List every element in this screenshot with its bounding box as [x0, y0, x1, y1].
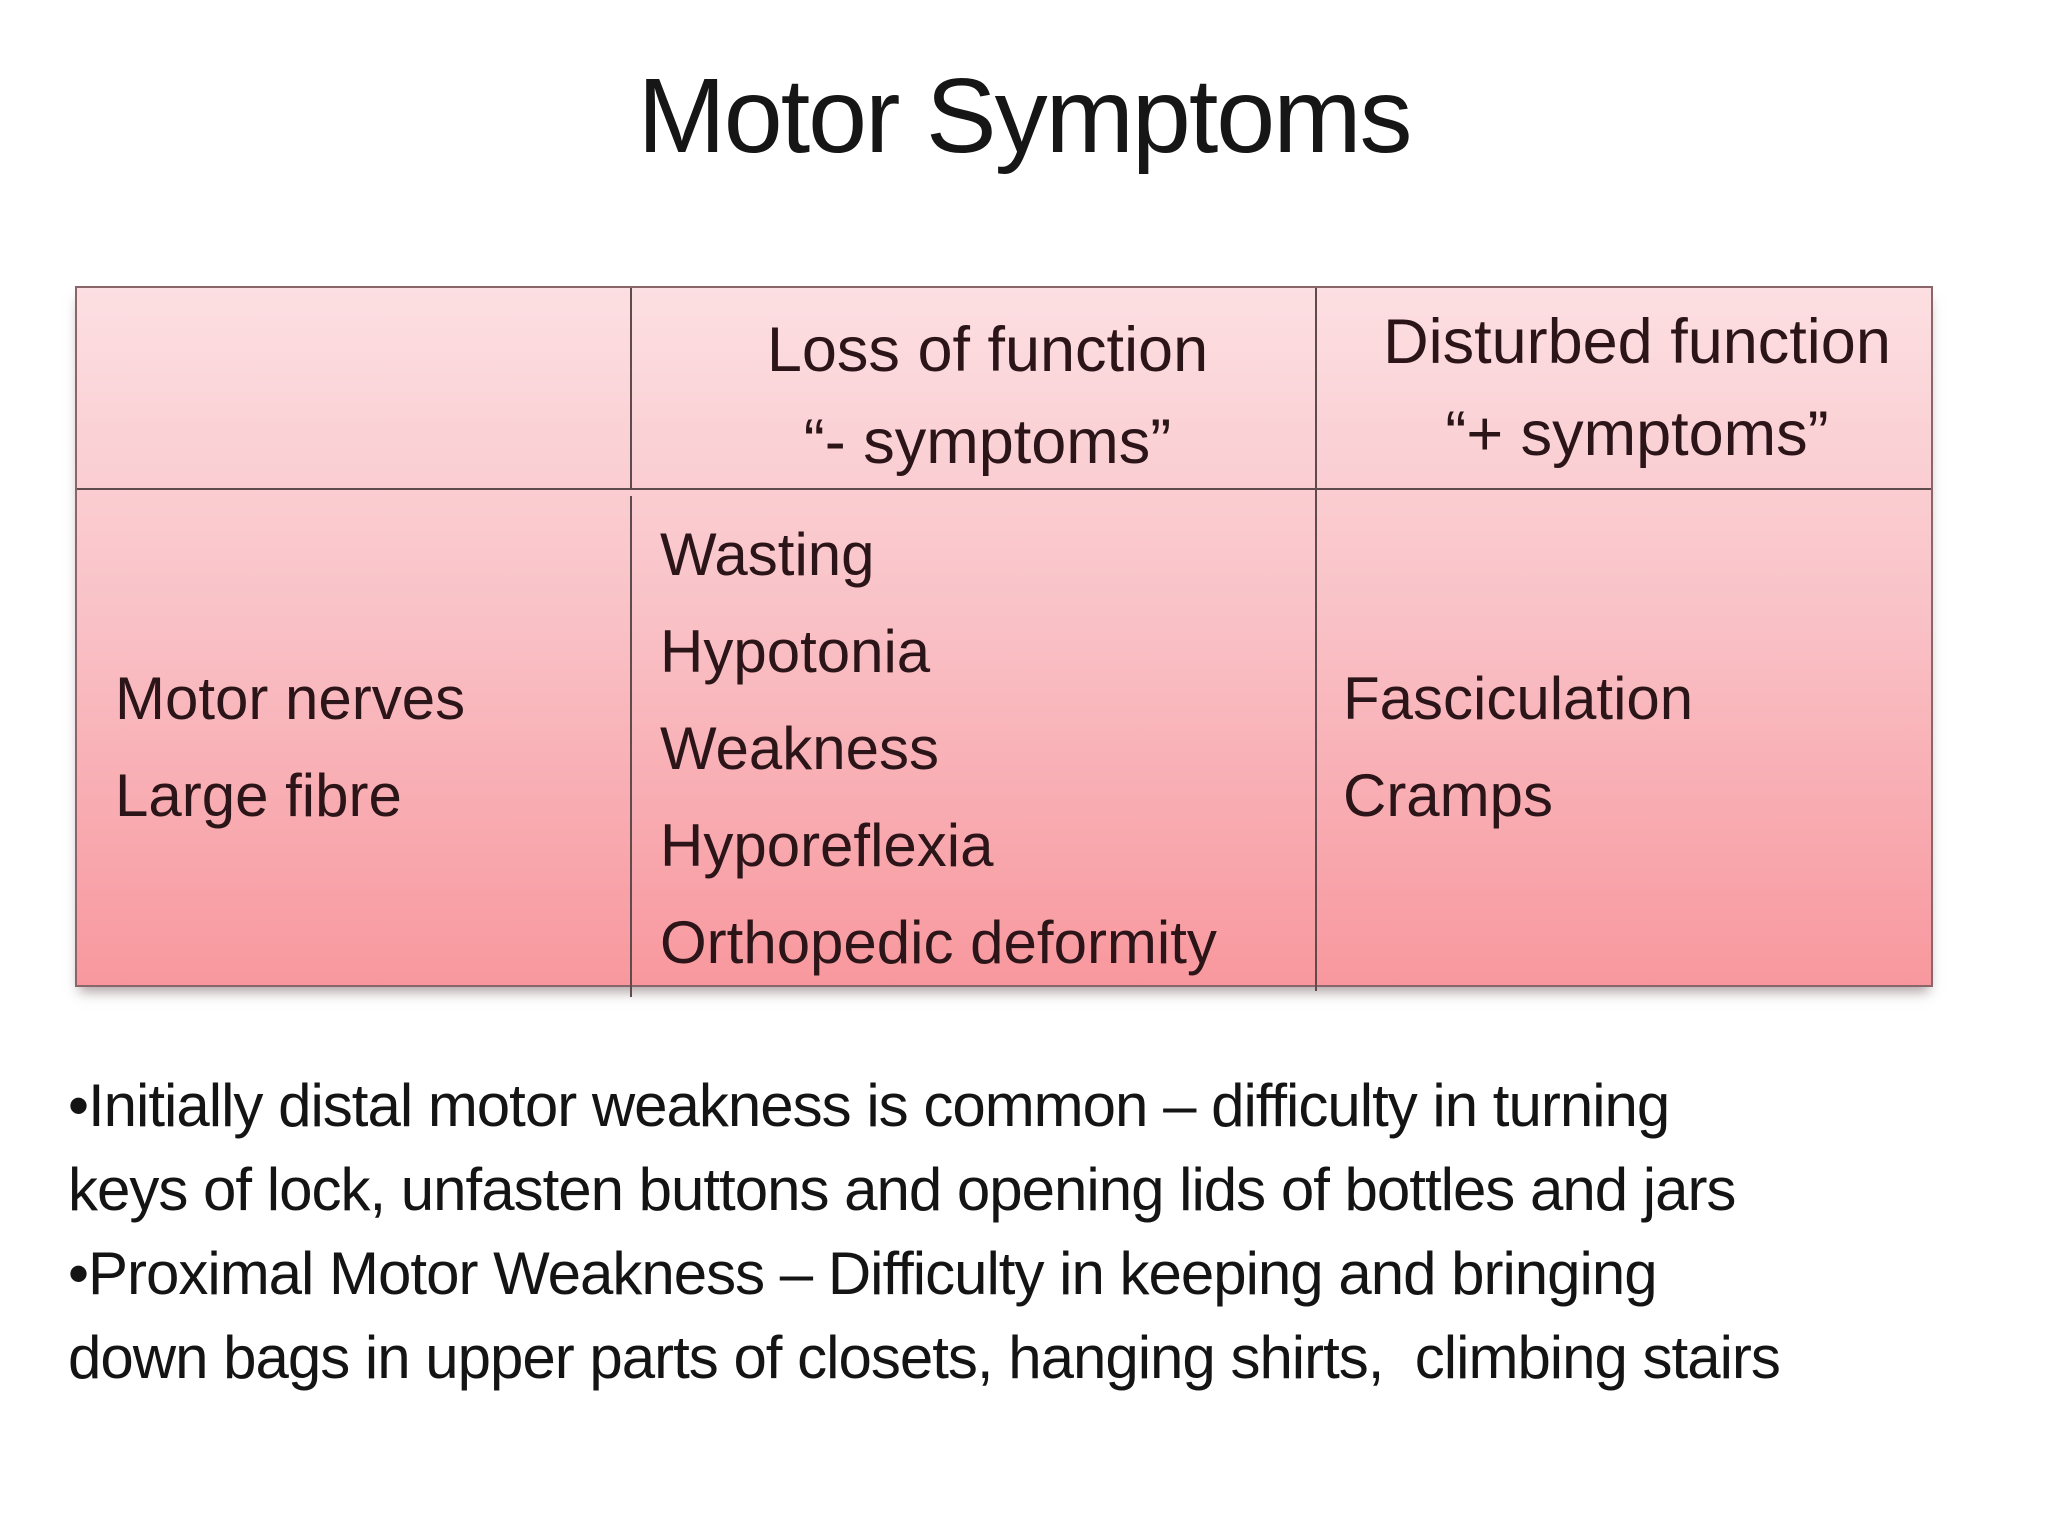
table-header-loss-of-function: Loss of function “- symptoms” — [632, 288, 1317, 490]
header-loss-line2: “- symptoms” — [803, 407, 1172, 477]
cell-line: Large fibre — [115, 761, 402, 829]
bullet-line: •Initially distal motor weakness is comm… — [68, 1072, 1670, 1139]
cell-line: Weakness — [660, 715, 940, 782]
header-disturbed-line1: Disturbed function — [1383, 307, 1891, 377]
table-cell-loss-symptoms: Wasting Hypotonia Weakness Hyporeflexia … — [632, 490, 1317, 991]
cell-line: Hypotonia — [660, 618, 931, 685]
header-loss-line1: Loss of function — [766, 315, 1209, 385]
table-header-disturbed-function: Disturbed function “+ symptoms” — [1317, 288, 1931, 490]
table-cell-disturbed-symptoms: Fasciculation Cramps — [1317, 496, 1931, 997]
cell-line: Fasciculation — [1343, 664, 1694, 732]
cell-line: Hyporeflexia — [660, 812, 994, 879]
cell-line: Orthopedic deformity — [660, 909, 1217, 976]
bullet-proximal-weakness: •Proximal Motor Weakness – Difficulty in… — [68, 1232, 1998, 1400]
bullet-text-block: •Initially distal motor weakness is comm… — [68, 1064, 1998, 1400]
bullet-line: down bags in upper parts of closets, han… — [68, 1324, 1781, 1391]
bullet-line: keys of lock, unfasten buttons and openi… — [68, 1156, 1736, 1223]
header-disturbed-line2: “+ symptoms” — [1445, 399, 1829, 469]
cell-line: Cramps — [1343, 761, 1554, 829]
bullet-distal-weakness: •Initially distal motor weakness is comm… — [68, 1064, 1998, 1232]
cell-line: Wasting — [660, 521, 875, 588]
table-cell-motor-nerves: Motor nerves Large fibre — [77, 496, 632, 997]
motor-symptoms-table: Loss of function “- symptoms” Disturbed … — [75, 286, 1933, 997]
table-header-empty-cell — [77, 288, 632, 490]
bullet-line: •Proximal Motor Weakness – Difficulty in… — [68, 1240, 1658, 1307]
cell-line: Motor nerves — [115, 664, 466, 732]
page-title: Motor Symptoms — [637, 57, 1412, 175]
